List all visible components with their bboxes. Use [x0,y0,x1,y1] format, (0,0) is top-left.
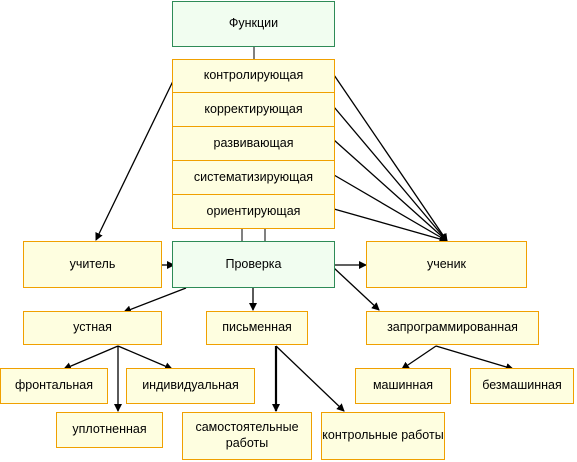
node-orienting: ориентирующая [172,194,335,229]
node-teacher: учитель [23,241,162,288]
node-written: письменная [206,311,308,345]
node-machineless: безмашинная [470,368,574,404]
node-frontal: фронтальная [0,368,108,404]
node-machine: машинная [355,368,451,404]
edge-programmed-machine [401,345,437,370]
edge-correcting-student [333,106,448,242]
node-programmed: запрограммированная [366,311,539,345]
node-functions: Функции [172,1,335,47]
node-control-works: контрольные работы [321,412,445,460]
edge-oral-individual [117,345,173,370]
node-developing: развивающая [172,126,335,161]
node-independent-works: самостоятельные работы [182,412,312,460]
edge-systematizing-student [333,174,448,242]
edge-programmed-machineless [435,345,514,371]
edge-check-oral [123,287,187,314]
node-systematizing: систематизирующая [172,160,335,195]
edge-orienting-student [333,208,448,243]
edge-check-programmed [333,267,380,311]
edge-written-control [275,345,345,412]
node-compacted: уплотненная [56,412,163,448]
edge-controlling-teacher [95,78,175,241]
node-oral: устная [23,311,162,345]
node-controlling: контролирующая [172,59,335,93]
node-student: ученик [366,241,527,288]
edge-developing-student [333,139,448,242]
edge-oral-frontal [63,345,119,370]
node-correcting: корректирующая [172,92,335,127]
node-individual: индивидуальная [126,368,255,404]
edge-controlling-student [333,74,448,242]
node-check: Проверка [172,241,335,288]
